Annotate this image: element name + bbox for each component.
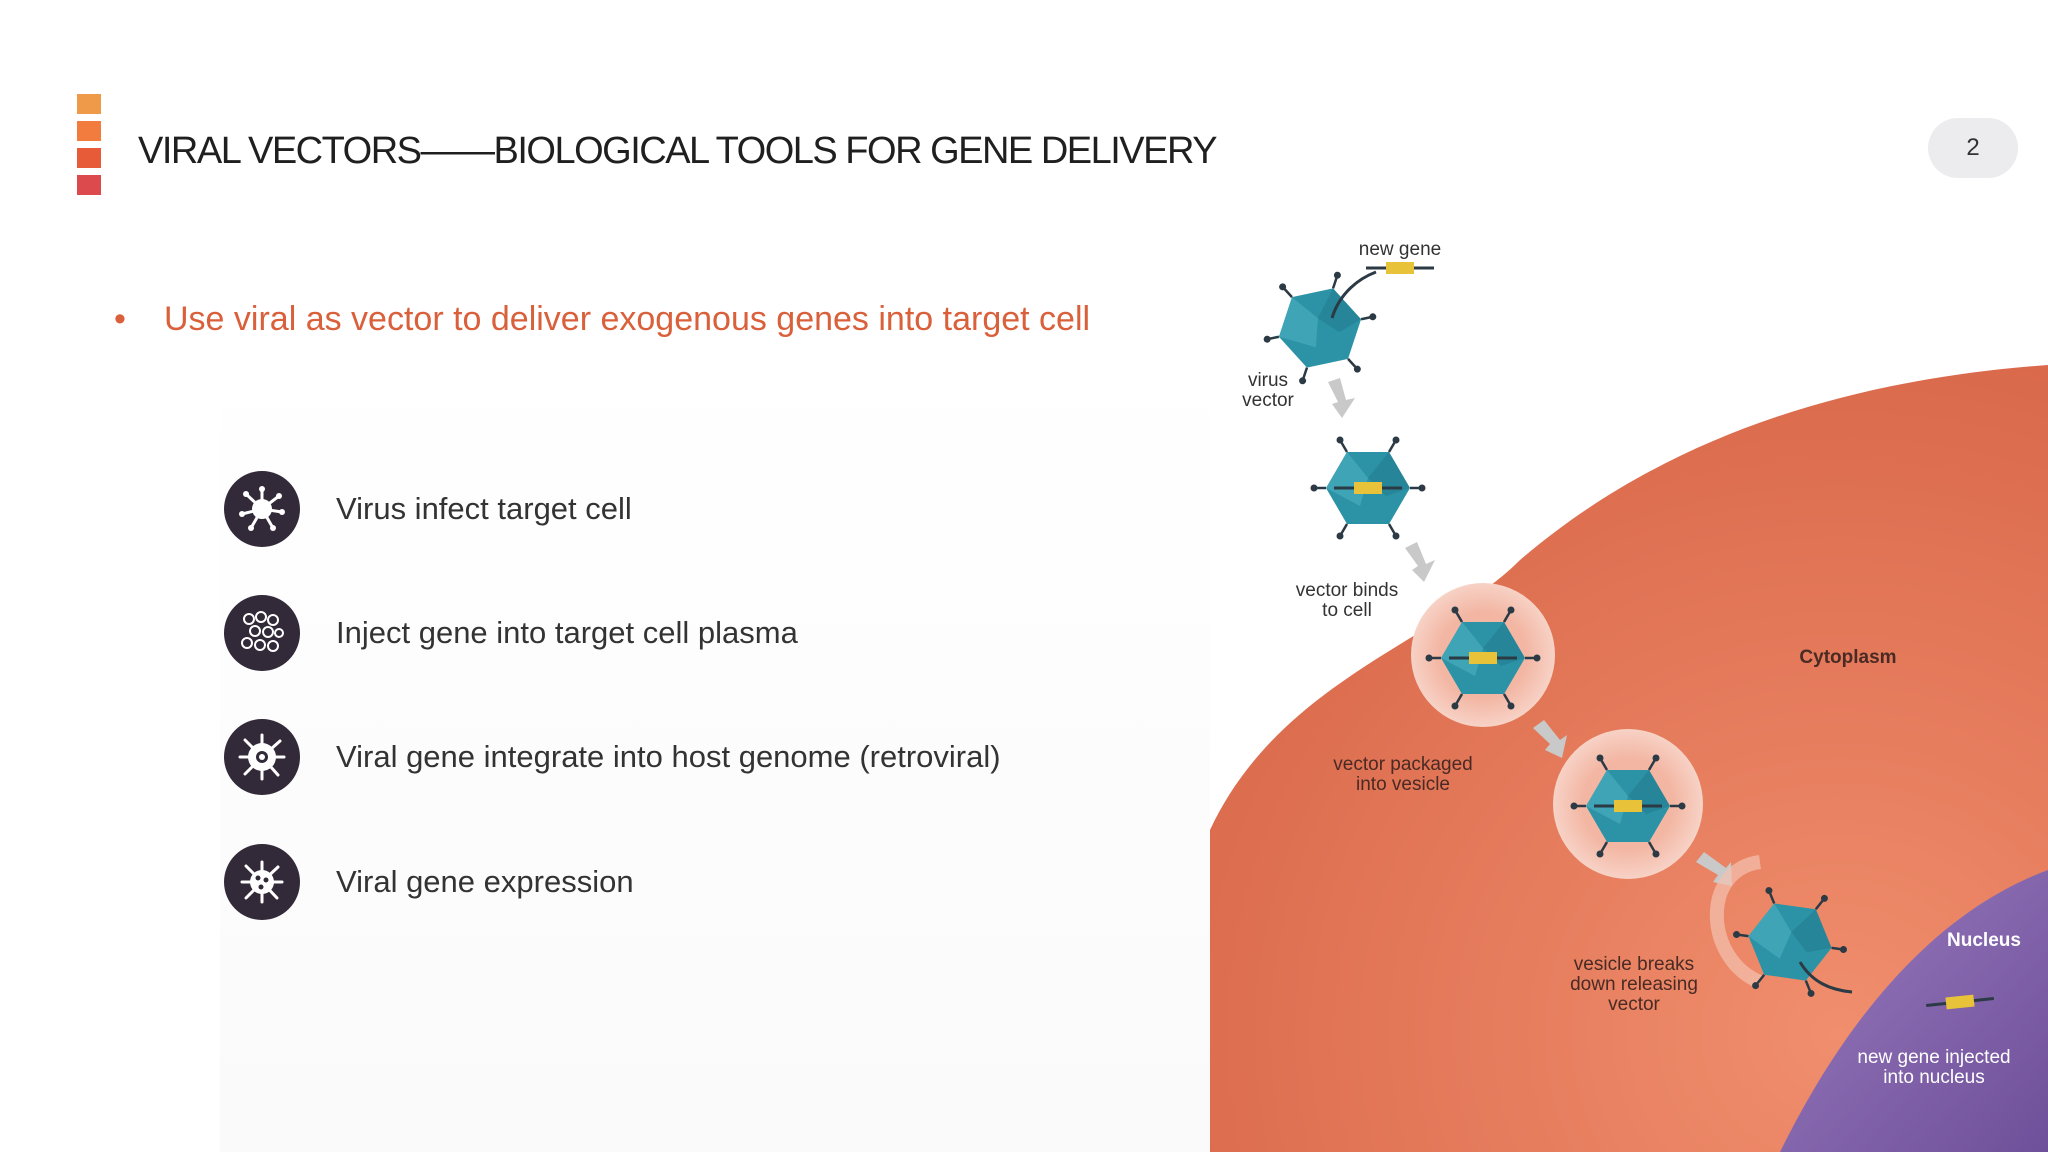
label-vesicle-breaks: vector xyxy=(1608,994,1660,1015)
step-label: Viral gene integrate into host genome (r… xyxy=(336,739,1001,774)
gene-delivery-diagram: new gene virus vector vector binds to ce… xyxy=(1200,230,2048,1152)
label-gene-injected: into nucleus xyxy=(1883,1067,1984,1088)
step-label: Viral gene expression xyxy=(336,864,634,899)
step-item: Inject gene into target cell plasma xyxy=(224,595,798,671)
label-vector-binds: vector binds xyxy=(1296,580,1398,601)
steps-panel xyxy=(220,355,1210,1152)
label-vesicle-breaks: vesicle breaks xyxy=(1574,954,1694,975)
accent-square xyxy=(77,175,101,195)
cell-nucleus xyxy=(1780,870,2048,1152)
flow-arrows xyxy=(1328,378,1732,886)
label-vesicle-breaks: down releasing xyxy=(1570,974,1698,995)
label-virus-vector: virus xyxy=(1248,370,1288,391)
page-number-badge: 2 xyxy=(1928,118,2018,178)
accent-square xyxy=(77,121,101,141)
label-cytoplasm: Cytoplasm xyxy=(1799,647,1896,668)
label-vector-packaged: into vesicle xyxy=(1356,774,1450,795)
step-item: Virus infect target cell xyxy=(224,471,632,547)
step-label: Inject gene into target cell plasma xyxy=(336,615,798,650)
virus-icon xyxy=(224,471,300,547)
accent-square xyxy=(77,94,101,114)
bullet-text: Use viral as vector to deliver exogenous… xyxy=(164,300,1091,338)
step-item: Viral gene integrate into host genome (r… xyxy=(224,719,1001,795)
accent-square xyxy=(77,148,101,168)
step-item: Viral gene expression xyxy=(224,844,634,920)
bullet-marker: • xyxy=(114,300,126,338)
bullet-item: • Use viral as vector to deliver exogenou… xyxy=(114,300,1090,339)
label-vector-packaged: vector packaged xyxy=(1333,754,1472,775)
label-vector-binds: to cell xyxy=(1322,600,1372,621)
molecule-cluster-icon xyxy=(224,595,300,671)
virus-spikes-icon xyxy=(224,844,300,920)
label-virus-vector: vector xyxy=(1242,390,1294,411)
label-nucleus: Nucleus xyxy=(1947,930,2021,951)
label-gene-injected: new gene injected xyxy=(1857,1047,2010,1068)
slide-title: VIRAL VECTORS——BIOLOGICAL TOOLS FOR GENE… xyxy=(138,130,1218,172)
label-new-gene: new gene xyxy=(1359,239,1441,260)
step-label: Virus infect target cell xyxy=(336,491,632,526)
virus-core-icon xyxy=(224,719,300,795)
accent-squares xyxy=(77,94,101,202)
